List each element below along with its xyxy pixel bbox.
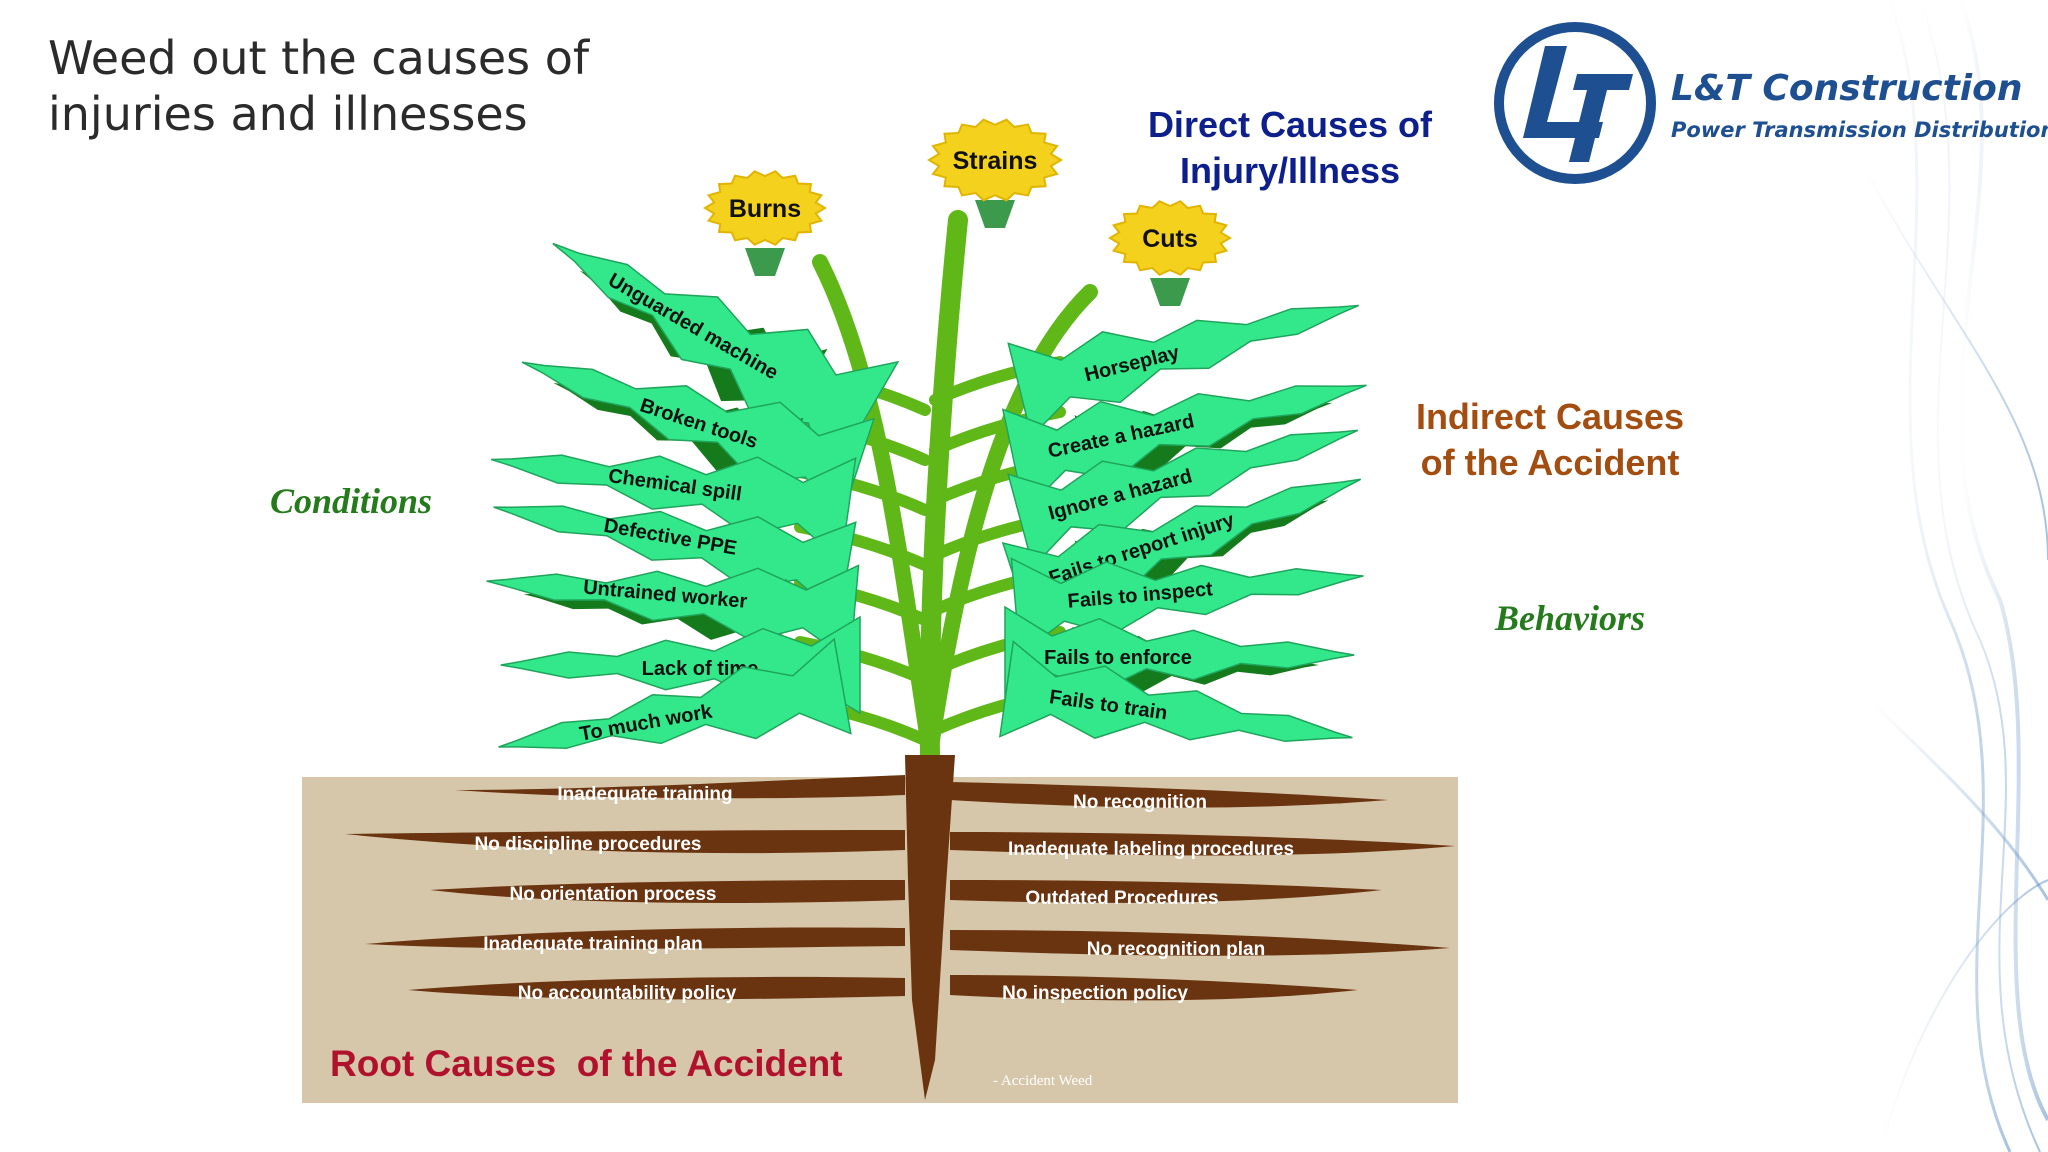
root-branch: [430, 880, 905, 903]
root-branch: [408, 976, 905, 1000]
lt-logo-icon: [1494, 22, 1656, 184]
flower-sepal: [745, 248, 785, 276]
leaf-blade: [998, 640, 1353, 743]
roots: Inadequate training No discipline procedu…: [345, 755, 1455, 1100]
root-cause-label: Outdated Procedures: [1025, 888, 1218, 909]
root-branch: [455, 775, 905, 799]
flower: Strains: [927, 118, 1063, 228]
leaf-label: Lack of time: [642, 658, 759, 680]
flower-head: [927, 118, 1063, 202]
taproot: [905, 755, 955, 1100]
leaf-label: Fails to enforce: [1044, 647, 1192, 669]
logo-subtitle: Power Transmission Distribution: [1671, 118, 2048, 142]
root-branch: [950, 930, 1450, 956]
behaviors-label: Behaviors: [1495, 598, 1646, 638]
logo-name: L&T Construction: [1671, 68, 2023, 109]
root-causes-heading: Root Causes of the Accident: [330, 1043, 843, 1084]
root-branch: [950, 832, 1455, 856]
indirect-causes-heading: Indirect Causes of the Accident: [1415, 396, 1685, 483]
root-cause-label: Inadequate training: [557, 784, 732, 805]
slide-title: Weed out the causes of injuries and illn…: [48, 30, 589, 142]
root-branch: [345, 830, 905, 854]
root-cause-label: Inadequate labeling procedures: [1008, 839, 1294, 860]
leaf-blade: [1007, 304, 1360, 438]
flower: Cuts: [1108, 200, 1232, 306]
root-cause-label: No orientation process: [510, 884, 717, 905]
flower-head: [703, 170, 827, 246]
flower-label: Burns: [729, 195, 801, 223]
leaf-shadow: [1074, 500, 1329, 617]
leaf-blade: [498, 637, 852, 750]
root-branch: [950, 880, 1382, 903]
flower-sepal: [1150, 278, 1190, 306]
flower-label: Cuts: [1142, 225, 1198, 253]
root-cause-label: No recognition: [1073, 792, 1207, 813]
diagram-caption: - Accident Weed: [993, 1073, 1093, 1089]
root-cause-label: No discipline procedures: [475, 834, 702, 855]
root-cause-label: No recognition plan: [1087, 939, 1265, 960]
leaf-label: Unguarded machine: [604, 269, 782, 384]
root-branch: [365, 927, 905, 949]
root-branch: [950, 975, 1358, 1001]
direct-causes-heading: Direct Causes of Injury/Illness: [1147, 104, 1433, 191]
root-branch: [950, 782, 1388, 808]
root-cause-label: Inadequate training plan: [483, 934, 703, 955]
flower-head: [1108, 200, 1232, 276]
root-cause-label: No inspection policy: [1002, 983, 1188, 1004]
flower-sepal: [975, 200, 1015, 228]
flower-label: Strains: [953, 147, 1038, 175]
slide-title-text: Weed out the causes of injuries and illn…: [48, 31, 590, 141]
flower: Burns: [703, 170, 827, 276]
root-cause-label: No accountability policy: [518, 983, 737, 1004]
conditions-label: Conditions: [270, 481, 433, 521]
stem: [812, 254, 936, 748]
